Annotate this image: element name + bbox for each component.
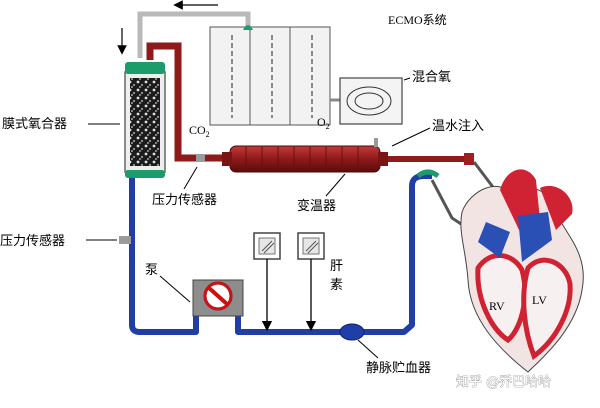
blended-oxygen-label: 混合氧 [412, 70, 451, 85]
pressure-sensor-left-device [119, 236, 131, 244]
pump-label: 泵 [145, 263, 158, 278]
warm-water-label: 温水注入 [432, 119, 484, 134]
heat-exchanger [222, 138, 388, 173]
heparin-syringe-2 [297, 232, 325, 332]
gas-blender [209, 25, 331, 126]
pressure-sensor-top-device [196, 154, 205, 162]
heparin-syringe-1 [253, 232, 281, 332]
co2-label: CO2 [189, 123, 210, 139]
heat-exchanger-label: 变温器 [297, 198, 336, 214]
warm-water-pointer [391, 127, 431, 147]
venous-connector [416, 169, 440, 179]
heparin-label-2: 素 [330, 278, 343, 293]
venous-reservoir [339, 323, 365, 341]
venous-reservoir-label: 静脉贮血器 [366, 361, 431, 376]
venous-tube [129, 173, 432, 335]
diagram-title: ECMO系统 [388, 13, 447, 27]
pressure-sensor-left-label: 压力传感器 [0, 233, 65, 249]
arterial-connector [464, 153, 474, 165]
oxygenator-label: 膜式氧合器 [2, 117, 67, 132]
pressure-sensor-top-pointer [183, 166, 198, 190]
venous-reservoir-pointer [357, 339, 379, 359]
oxygen-source [339, 77, 403, 125]
lv-label: LV [532, 293, 547, 307]
heat-exchanger-pointer [325, 173, 346, 197]
blended-oxygen-pointer [403, 77, 411, 81]
rv-label: RV [489, 299, 505, 313]
pressure-sensor-top-label: 压力传感器 [152, 192, 217, 208]
heparin-label-1: 肝 [330, 259, 343, 274]
membrane-oxygenator [124, 62, 166, 178]
pump-pointer [159, 275, 191, 303]
arterial-tube-upper [146, 42, 230, 162]
pump [192, 279, 244, 317]
o2-label: O2 [317, 115, 330, 131]
gas-line [137, 11, 251, 58]
watermark: 知乎 @乔巴哈哈 [456, 374, 551, 390]
heart-illustration [460, 169, 584, 373]
